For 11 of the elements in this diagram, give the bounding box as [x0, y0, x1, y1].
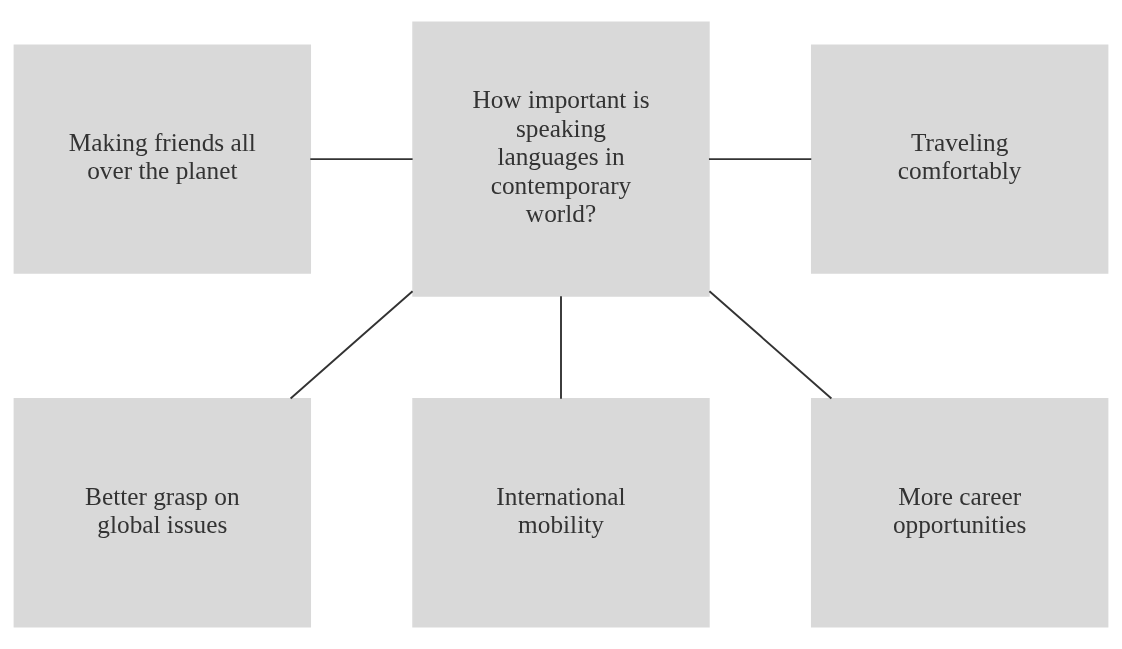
node-box: Making friends all over the planet: [13, 44, 312, 274]
connector: [560, 295, 562, 400]
node-box: Traveling comfortably: [810, 44, 1109, 274]
node-box: Better grasp on global issues: [13, 398, 312, 628]
connector: [309, 158, 414, 161]
node-box: More career opportunities: [810, 398, 1109, 628]
node-box: How important is speaking languages in contemporary world?: [412, 21, 710, 297]
connector: [708, 290, 833, 400]
node-box: International mobility: [412, 398, 710, 628]
connector: [289, 290, 414, 400]
connector: [708, 158, 813, 161]
